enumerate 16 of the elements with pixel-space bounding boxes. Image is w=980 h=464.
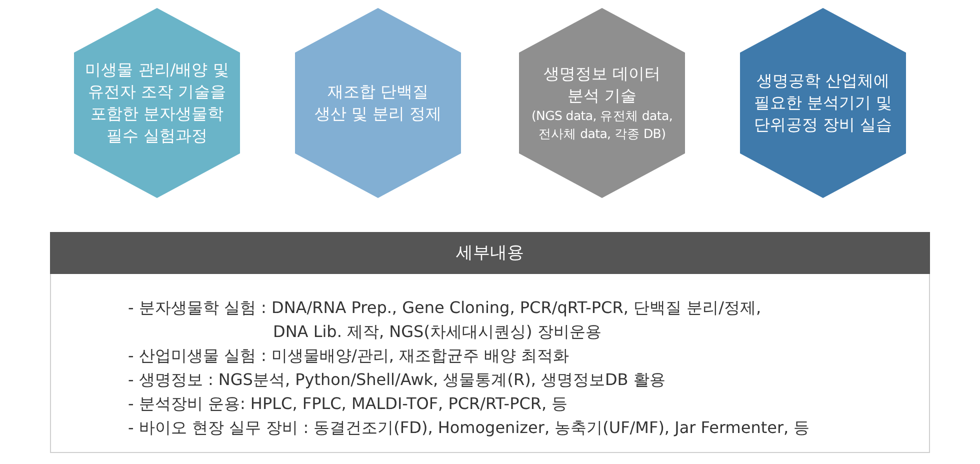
hexagon-label: 생명공학 산업체에 필요한 분석기기 및 단위공정 장비 실습 [752, 70, 894, 136]
list-item: - 생명정보 : NGS분석, Python/Shell/Awk, 생물통계(R), 생명정보DB 활용 [128, 369, 666, 391]
panel-heading: 세부내용 [50, 232, 930, 274]
details-panel [50, 232, 930, 453]
list-item: - 바이오 현장 실무 장비 : 동결건조기(FD), Homogenizer, 농축기(UF/MF), Jar Fermenter, 등 [128, 417, 810, 439]
hexagon-label: 미생물 관리/배양 및 유전자 조작 기술을 포함한 분자생물학 필수 실험과정 [84, 59, 230, 147]
list-item: - 분자생물학 실험 : DNA/RNA Prep., Gene Cloning, PCR/qRT-PCR, 단백질 분리/정제, DNA Lib. 제작, NGS(차세대시퀀싱) 장비운용 [128, 297, 762, 343]
hexagon-label: 생명정보 데이터 분석 기술 [542, 63, 662, 107]
hexagon [74, 8, 240, 198]
hexagon [740, 8, 906, 198]
list-item: - 분석장비 운용: HPLC, FPLC, MALDI-TOF, PCR/RT-PCR, 등 [128, 393, 568, 415]
hexagon-sublabel: (NGS data, 유전체 data, 전사체 data, 각종 DB) [530, 107, 674, 143]
hexagon [295, 8, 461, 198]
list-item: - 산업미생물 실험 : 미생물배양/관리, 재조합균주 배양 최적화 [128, 345, 570, 367]
hexagon-label: 재조합 단백질 생산 및 분리 정제 [313, 81, 443, 125]
hexagon [519, 8, 685, 198]
